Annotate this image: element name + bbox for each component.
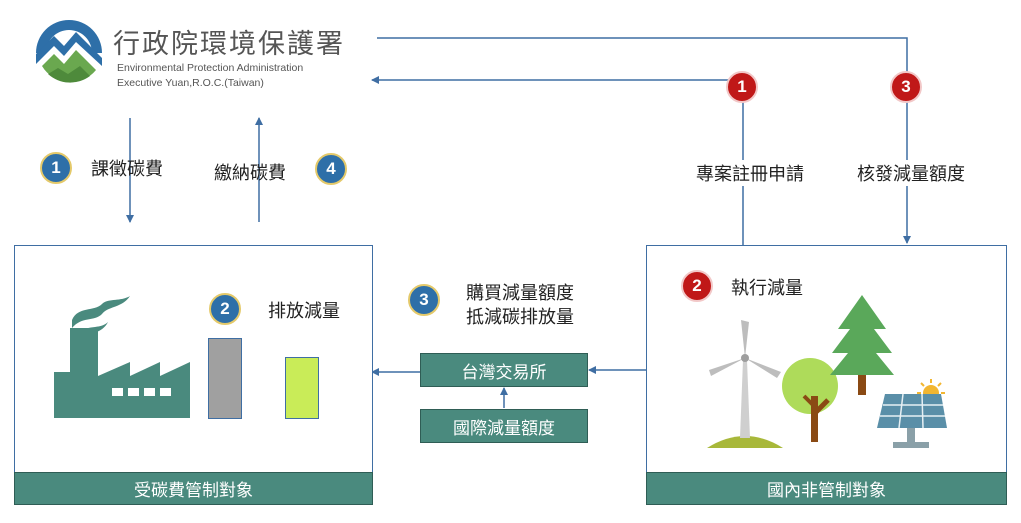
exchange-node: 台灣交易所: [420, 353, 588, 387]
step-pay-badge: 4: [315, 153, 347, 185]
pine-tree-icon: [830, 295, 894, 395]
step-levy-label: 課徵碳費: [91, 159, 163, 180]
step-emission-badge: 2: [209, 293, 241, 325]
step-pay-label: 繳納碳費: [214, 163, 286, 184]
international-credits-node: 國際減量額度: [420, 409, 588, 443]
step-approve-label: 核發減量額度: [855, 160, 967, 186]
epa-logo-icon: [36, 20, 102, 83]
org-name-en-line2: Executive Yuan,R.O.C.(Taiwan): [117, 77, 264, 89]
factory-icon: [54, 296, 190, 418]
tree-icon: [782, 358, 838, 442]
org-name-en-line1: Environmental Protection Administration: [117, 62, 304, 74]
solar-panel-icon: [877, 393, 947, 448]
step-emission-label: 排放減量: [268, 301, 340, 322]
org-name: 行政院環境保護署: [113, 29, 345, 60]
step-buy-label-1: 購買減量額度: [466, 283, 574, 304]
wind-turbine-icon: [707, 320, 783, 448]
non-regulated-entity-footer: 國內非管制對象: [646, 472, 1007, 505]
step-registration-badge: 1: [726, 71, 758, 103]
step-approve-badge: 3: [890, 71, 922, 103]
step-execute-badge: 2: [681, 270, 713, 302]
emission-before-bar: [208, 338, 242, 419]
step-levy-badge: 1: [40, 152, 72, 184]
step-registration-label: 專案註冊申請: [694, 160, 806, 186]
step-execute-label: 執行減量: [731, 278, 803, 299]
regulated-entity-footer: 受碳費管制對象: [14, 472, 373, 505]
step-buy-label-2: 抵減碳排放量: [466, 307, 574, 328]
emission-after-bar: [285, 357, 319, 419]
step-buy-badge: 3: [408, 284, 440, 316]
